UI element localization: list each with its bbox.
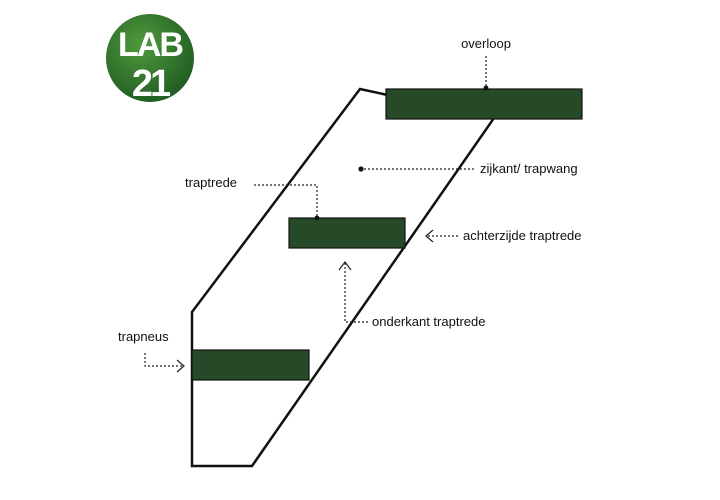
label-zijkant: zijkant/ trapwang	[480, 161, 578, 176]
landing-step-overloop	[385, 88, 583, 120]
leader-onderkant	[338, 261, 368, 323]
leader-trapneus	[144, 353, 185, 373]
lab21-logo: LAB 21	[106, 14, 194, 105]
leader-traptrede	[254, 184, 320, 221]
logo-line1: LAB	[118, 26, 183, 64]
label-achterzijde: achterzijde traptrede	[463, 228, 582, 243]
logo-line2: 21	[132, 63, 171, 105]
label-overloop: overloop	[461, 36, 511, 51]
logo-circle	[106, 14, 194, 102]
label-trapneus: trapneus	[118, 329, 169, 344]
label-traptrede: traptrede	[185, 175, 237, 190]
middle-step-traptrede	[288, 217, 406, 249]
leader-zijkant	[358, 166, 474, 172]
leader-overloop	[483, 56, 489, 91]
label-onderkant: onderkant traptrede	[372, 314, 485, 329]
leader-achterzijde	[425, 229, 458, 243]
stringer-outline	[190, 87, 497, 468]
bottom-step	[191, 349, 310, 381]
